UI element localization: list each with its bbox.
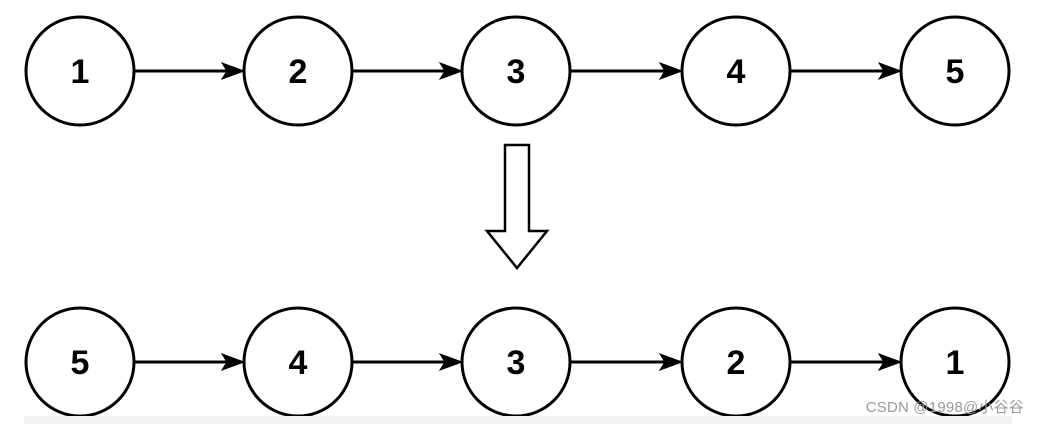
original-node-circle-1: [24, 15, 136, 127]
reversed-node-label-1: 5: [71, 344, 90, 382]
original-list-row: 1 2 3 4 5: [24, 15, 1011, 127]
original-node-label-2: 2: [289, 53, 308, 91]
original-node-label-5: 5: [946, 53, 965, 91]
original-node-circle-2: [242, 15, 354, 127]
reversed-arrowhead-4: [877, 353, 903, 371]
reversed-arrowhead-2: [438, 353, 464, 371]
original-node-circle-5: [899, 15, 1011, 127]
reversed-node-label-3: 3: [507, 344, 526, 382]
watermark: CSDN @1998@小谷谷: [865, 399, 1024, 416]
original-node-circle-3: [460, 15, 572, 127]
original-node-label-3: 3: [507, 53, 526, 91]
reversed-arrowhead-3: [658, 353, 684, 371]
bottom-strip: [24, 416, 1012, 424]
reversed-node-label-2: 4: [289, 344, 308, 382]
original-arrowhead-3: [658, 62, 684, 80]
reversed-node-label-4: 2: [727, 344, 746, 382]
original-arrowhead-4: [877, 62, 903, 80]
original-node-label-4: 4: [727, 53, 746, 91]
transform-down-arrow: [484, 143, 550, 270]
original-arrowhead-1: [220, 62, 246, 80]
original-node-circle-4: [680, 15, 792, 127]
reversed-node-label-5: 1: [946, 344, 965, 382]
reversed-list-row: 5 4 3 2 1: [24, 306, 1011, 418]
reversed-arrowhead-1: [220, 353, 246, 371]
original-node-label-1: 1: [71, 53, 90, 91]
original-arrowhead-2: [438, 62, 464, 80]
